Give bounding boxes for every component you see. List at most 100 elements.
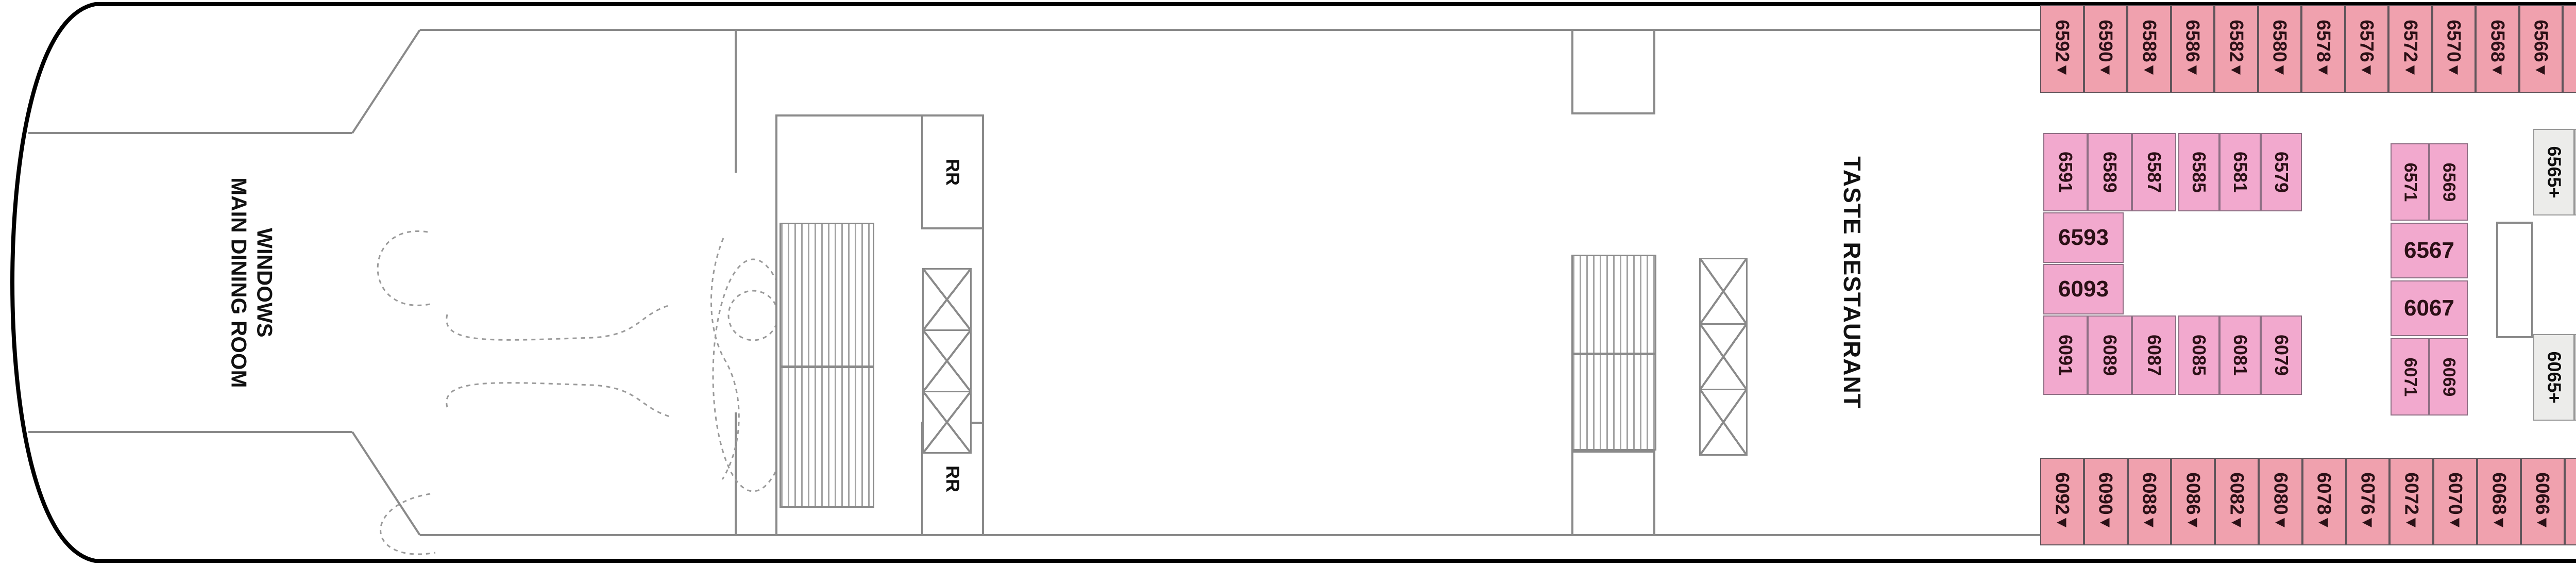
- cabin-6078[interactable]: 6078▲: [2302, 458, 2346, 545]
- balcony-triangle-icon: ▲: [2400, 62, 2418, 78]
- cabin-number-label: 6565+: [2544, 146, 2565, 198]
- cabin-6068[interactable]: 6068▲: [2477, 458, 2521, 545]
- elevator-icon: [1699, 389, 1748, 456]
- cabin-6076[interactable]: 6076▲: [2346, 458, 2390, 545]
- balcony-triangle-icon: ▲: [2574, 62, 2576, 78]
- cabin-6091[interactable]: 6091: [2043, 315, 2088, 395]
- mid-core-room-top: [1571, 29, 1655, 114]
- cabin-6086[interactable]: 6086▲: [2171, 458, 2215, 545]
- cabin-number-label: 6590▲: [2095, 20, 2116, 78]
- hull-outline: [10, 2, 2576, 563]
- cabin-6571[interactable]: 6571: [2391, 143, 2429, 221]
- cabin-number-label: 6592▲: [2052, 20, 2073, 78]
- balcony-triangle-icon: ▲: [2182, 62, 2200, 78]
- cabin-6088[interactable]: 6088▲: [2127, 458, 2172, 545]
- cabin-6591[interactable]: 6591: [2043, 133, 2088, 211]
- cabin-6567[interactable]: 6567: [2391, 223, 2468, 278]
- cabin-6081[interactable]: 6081: [2219, 315, 2261, 395]
- cabin-6570[interactable]: 6570▲: [2432, 5, 2476, 93]
- elevator-icon: [1699, 323, 1748, 390]
- cabin-6072[interactable]: 6072▲: [2389, 458, 2434, 545]
- balcony-triangle-icon: ▲: [2530, 62, 2549, 78]
- superstructure-walls: [28, 29, 2042, 536]
- cabin-number-label: 6078▲: [2314, 472, 2335, 531]
- cabin-number-label: 6081: [2230, 334, 2251, 376]
- balcony-triangle-icon: ▲: [2314, 514, 2332, 531]
- cabin-number-label: 6072▲: [2401, 472, 2422, 531]
- cabin-number-label: 6069: [2439, 357, 2459, 396]
- cabin-6568[interactable]: 6568▲: [2476, 5, 2519, 93]
- cabin-6085[interactable]: 6085: [2178, 315, 2219, 395]
- balcony-triangle-icon: ▲: [2052, 62, 2070, 78]
- balcony-triangle-icon: ▲: [2401, 514, 2419, 531]
- cabin-number-label: 6566▲: [2530, 20, 2552, 78]
- cabin-6589[interactable]: 6589: [2088, 133, 2132, 211]
- cabin-6067[interactable]: 6067: [2391, 280, 2468, 336]
- cabin-6090[interactable]: 6090▲: [2083, 458, 2128, 545]
- cabin-number-label: 6082▲: [2226, 472, 2248, 531]
- cabin-6087[interactable]: 6087: [2132, 315, 2176, 395]
- cabin-6592[interactable]: 6592▲: [2040, 5, 2084, 93]
- cabin-6092[interactable]: 6092▲: [2040, 458, 2084, 545]
- restroom-top-label: RR: [942, 158, 963, 186]
- balcony-triangle-icon: ▲: [2532, 514, 2551, 531]
- cabin-6066[interactable]: 6066▲: [2520, 458, 2565, 545]
- cabin-6587[interactable]: 6587: [2132, 133, 2176, 211]
- dining-decor-dashed-curves: [377, 230, 794, 555]
- cabin-6069[interactable]: 6069: [2429, 338, 2468, 416]
- cabin-6588[interactable]: 6588▲: [2127, 5, 2171, 93]
- balcony-triangle-icon: ▲: [2270, 514, 2289, 531]
- cabin-number-label: 6070▲: [2445, 472, 2466, 531]
- cabin-6581[interactable]: 6581: [2219, 133, 2261, 211]
- cabin-6561[interactable]: 6561+: [2574, 129, 2576, 215]
- mid-lobby-room: [2496, 222, 2533, 338]
- cabin-6062[interactable]: 6062▲: [2564, 458, 2576, 545]
- cabin-number-label: 6088▲: [2139, 472, 2160, 531]
- cabin-number-label: 6581: [2230, 151, 2251, 193]
- cabin-number-label: 6586▲: [2182, 20, 2204, 78]
- cabin-6089[interactable]: 6089: [2088, 315, 2132, 395]
- cabin-number-label: 6579: [2271, 151, 2292, 193]
- restroom-bottom-label: RR: [942, 466, 963, 492]
- balcony-triangle-icon: ▲: [2226, 62, 2244, 78]
- cabin-6566[interactable]: 6566▲: [2519, 5, 2563, 93]
- cabin-number-label: 6567: [2404, 238, 2454, 263]
- balcony-triangle-icon: ▲: [2139, 514, 2157, 531]
- cabin-6093[interactable]: 6093: [2043, 264, 2124, 314]
- cabin-number-label: 6092▲: [2052, 472, 2073, 531]
- cabin-6065[interactable]: 6065+: [2533, 334, 2575, 421]
- cabin-6593[interactable]: 6593: [2043, 212, 2124, 263]
- taste-restaurant-label: TASTE RESTAURANT: [1819, 128, 1886, 437]
- cabin-6061[interactable]: 6061+: [2574, 334, 2576, 421]
- cabin-6579[interactable]: 6579: [2261, 133, 2302, 211]
- cabin-number-label: 6571: [2400, 162, 2420, 202]
- cabin-number-label: 6578▲: [2313, 20, 2334, 78]
- dining-label-line1: WINDOWS: [252, 227, 277, 338]
- cabin-6580[interactable]: 6580▲: [2258, 5, 2301, 93]
- cabin-6576[interactable]: 6576▲: [2345, 5, 2388, 93]
- cabin-6082[interactable]: 6082▲: [2215, 458, 2259, 545]
- cabin-6582[interactable]: 6582▲: [2214, 5, 2258, 93]
- main-dining-room-label: WINDOWS MAIN DINING ROOM: [200, 128, 303, 437]
- cabin-6565[interactable]: 6565+: [2533, 129, 2575, 215]
- cabin-number-label: 6587: [2144, 151, 2165, 193]
- cabin-6079[interactable]: 6079: [2261, 315, 2302, 395]
- cabin-6578[interactable]: 6578▲: [2301, 5, 2345, 93]
- cabin-6585[interactable]: 6585: [2178, 133, 2219, 211]
- cabin-6590[interactable]: 6590▲: [2083, 5, 2127, 93]
- cabin-6586[interactable]: 6586▲: [2171, 5, 2214, 93]
- cabin-number-label: 6572▲: [2400, 20, 2421, 78]
- balcony-triangle-icon: ▲: [2095, 62, 2113, 78]
- balcony-triangle-icon: ▲: [2226, 514, 2245, 531]
- taste-label-text: TASTE RESTAURANT: [1839, 156, 1866, 409]
- cabin-6572[interactable]: 6572▲: [2388, 5, 2432, 93]
- mid-core-room-bottom: [1571, 451, 1655, 536]
- cabin-number-label: 6091: [2055, 334, 2076, 376]
- cabin-6070[interactable]: 6070▲: [2433, 458, 2477, 545]
- cabin-6569[interactable]: 6569: [2429, 143, 2468, 221]
- cabin-6562[interactable]: 6562▲: [2563, 5, 2576, 93]
- cabin-6080[interactable]: 6080▲: [2259, 458, 2302, 545]
- cabin-number-label: 6067: [2404, 295, 2454, 321]
- cabin-6071[interactable]: 6071: [2391, 338, 2429, 416]
- cabin-number-label: 6076▲: [2358, 472, 2379, 531]
